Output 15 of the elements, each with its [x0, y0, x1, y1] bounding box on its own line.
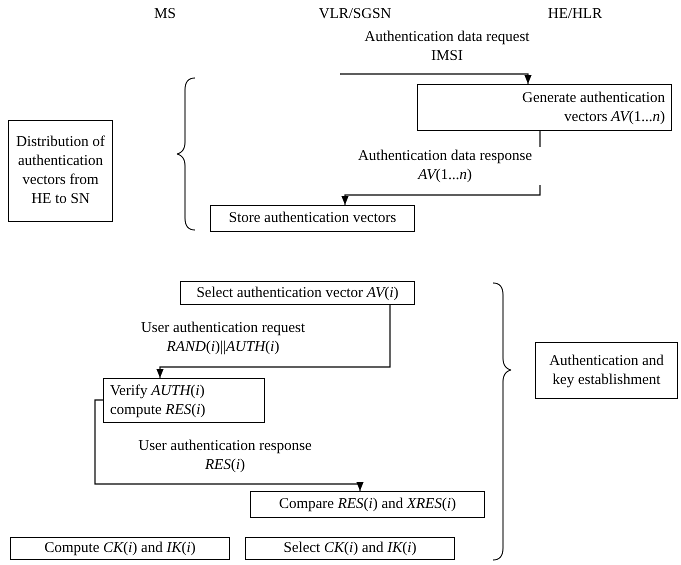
arrow	[94, 399, 364, 491]
process-box: Generate authentication vectors AV(1...n)	[417, 84, 672, 131]
arrow	[156, 305, 391, 378]
arrow	[340, 73, 532, 84]
process-box: Verify AUTH(i) compute RES(i)	[103, 378, 265, 423]
process-box: Select authentication vector AV(i)	[180, 281, 415, 305]
process-box: Compute CK(i) and IK(i)	[10, 537, 230, 560]
process-box: Distribution of authentication vectors from HE to SN	[8, 120, 113, 222]
process-box: Store authentication vectors	[210, 205, 415, 232]
process-box: Select CK(i) and IK(i)	[245, 537, 455, 560]
column-heading: MS	[153, 5, 177, 24]
process-box: Compare RES(i) and XRES(i)	[250, 491, 485, 518]
column-heading: HE/HLR	[546, 5, 604, 24]
process-box: Authentication and key establishment	[535, 342, 678, 399]
column-heading: VLR/SGSN	[318, 5, 392, 24]
